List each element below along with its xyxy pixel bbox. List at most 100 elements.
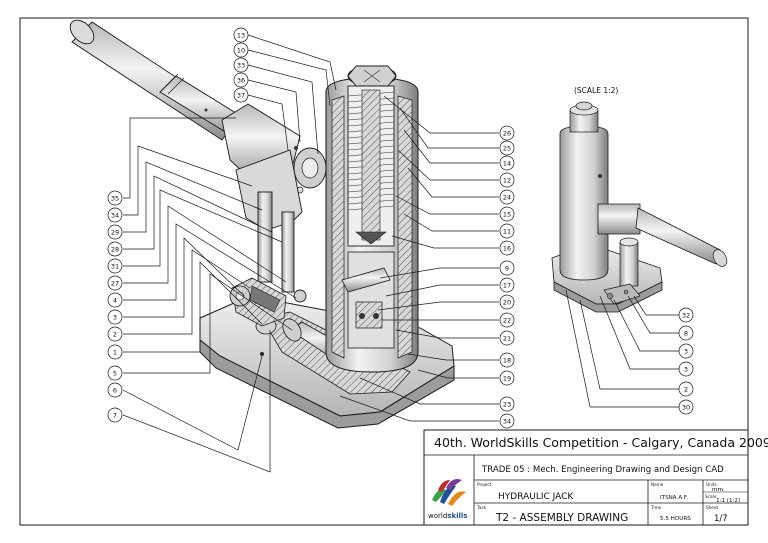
time-label: Time — [650, 505, 662, 510]
balloon-callout: 37 — [233, 87, 249, 103]
balloon-circle — [499, 223, 515, 239]
balloon-callout: 23 — [499, 396, 515, 412]
balloon-callout: 33 — [233, 57, 249, 73]
balloon-callout: 2 — [678, 381, 694, 397]
balloon-label: 28 — [111, 245, 119, 253]
balloon-circle — [499, 155, 515, 171]
balloon-circle — [107, 407, 123, 423]
balloon-callout: 8 — [678, 325, 694, 341]
balloon-callout: 7 — [107, 407, 123, 423]
units-label: Units — [706, 482, 717, 487]
balloon-circle — [499, 140, 515, 156]
balloon-callout: 19 — [499, 370, 515, 386]
task-value: T2 - ASSEMBLY DRAWING — [495, 512, 628, 524]
balloon-label: 6 — [113, 386, 117, 394]
balloon-circle — [678, 307, 694, 323]
balloon-callout: 12 — [499, 172, 515, 188]
balloon-callout: 5 — [107, 365, 123, 381]
balloon-callout: 34 — [499, 413, 515, 429]
balloon-callout: 6 — [107, 382, 123, 398]
balloon-layer: 1310333637262514122415111691720222118192… — [107, 27, 694, 429]
balloon-label: 2 — [684, 385, 688, 393]
balloon-circle — [499, 312, 515, 328]
balloon-label: 11 — [503, 227, 511, 235]
balloon-callout: 34 — [107, 207, 123, 223]
sheet-border — [19, 17, 749, 526]
balloon-circle — [499, 396, 515, 412]
balloon-label: 13 — [237, 31, 245, 39]
sheet-label: Sheet — [706, 505, 718, 510]
balloon-label: 33 — [237, 61, 245, 69]
balloon-label: 3 — [113, 313, 117, 321]
balloon-label: 34 — [111, 211, 119, 219]
balloon-circle — [107, 292, 123, 308]
balloon-label: 36 — [237, 76, 245, 84]
balloon-callout: 17 — [499, 277, 515, 293]
balloon-label: 17 — [503, 281, 511, 289]
balloon-callout: 36 — [233, 72, 249, 88]
balloon-callout: 30 — [678, 399, 694, 415]
balloon-circle — [678, 361, 694, 377]
lever-link — [235, 149, 307, 303]
balloon-callout: 15 — [499, 206, 515, 222]
balloon-circle — [107, 190, 123, 206]
balloon-circle — [678, 381, 694, 397]
balloon-label: 10 — [237, 46, 245, 54]
balloon-label: 19 — [503, 374, 511, 382]
balloon-label: 16 — [503, 244, 511, 252]
balloon-callout: 3 — [107, 309, 123, 325]
balloon-label: 29 — [111, 228, 119, 236]
balloon-label: 3 — [684, 347, 688, 355]
time-value: 5.5 HOURS — [660, 516, 691, 522]
balloon-callout: 3 — [678, 343, 694, 359]
balloon-circle — [233, 57, 249, 73]
balloon-circle — [233, 42, 249, 58]
balloon-circle — [499, 277, 515, 293]
balloon-label: 14 — [503, 159, 511, 167]
balloon-label: 12 — [503, 176, 511, 184]
balloon-callout: 20 — [499, 294, 515, 310]
balloon-label: 32 — [682, 311, 690, 319]
balloon-circle — [678, 399, 694, 415]
balloon-callout: 18 — [499, 352, 515, 368]
balloon-circle — [107, 241, 123, 257]
balloon-callout: 22 — [499, 312, 515, 328]
balloon-label: 37 — [237, 91, 245, 99]
balloon-circle — [499, 413, 515, 429]
balloon-label: 34 — [503, 417, 511, 425]
balloon-label: 30 — [682, 403, 690, 411]
balloon-circle — [499, 240, 515, 256]
balloon-circle — [499, 352, 515, 368]
balloon-label: 1 — [113, 348, 117, 356]
balloon-label: 31 — [111, 262, 119, 270]
balloon-label: 22 — [503, 316, 511, 324]
balloon-circle — [233, 87, 249, 103]
scale-note: (SCALE 1:2) — [574, 86, 618, 95]
balloon-circle — [499, 206, 515, 222]
task-label: Task — [476, 505, 487, 510]
balloon-label: 18 — [503, 356, 511, 364]
balloon-callout: 2 — [107, 326, 123, 342]
balloon-callout: 4 — [107, 292, 123, 308]
svg-text:worldskills: worldskills — [428, 512, 467, 520]
trade-title: TRADE 05 : Mech. Engineering Drawing and… — [481, 465, 724, 475]
balloon-callout: 10 — [233, 42, 249, 58]
balloon-circle — [499, 330, 515, 346]
balloon-callout: 14 — [499, 155, 515, 171]
balloon-callout: 29 — [107, 224, 123, 240]
name-value: ITSNA A.F. — [660, 495, 688, 501]
balloon-circle — [107, 275, 123, 291]
balloon-label: 2 — [113, 330, 117, 338]
title-block: 40th. WorldSkills Competition - Calgary,… — [423, 429, 768, 526]
balloon-callout: 32 — [678, 307, 694, 323]
balloon-label: 9 — [505, 264, 509, 272]
leader-lines — [122, 34, 679, 473]
balloon-circle — [107, 309, 123, 325]
balloon-label: 21 — [503, 334, 511, 342]
balloon-circle — [678, 325, 694, 341]
balloon-circle — [678, 343, 694, 359]
balloon-circle — [107, 365, 123, 381]
balloon-callout: 25 — [499, 140, 515, 156]
balloon-circle — [499, 370, 515, 386]
